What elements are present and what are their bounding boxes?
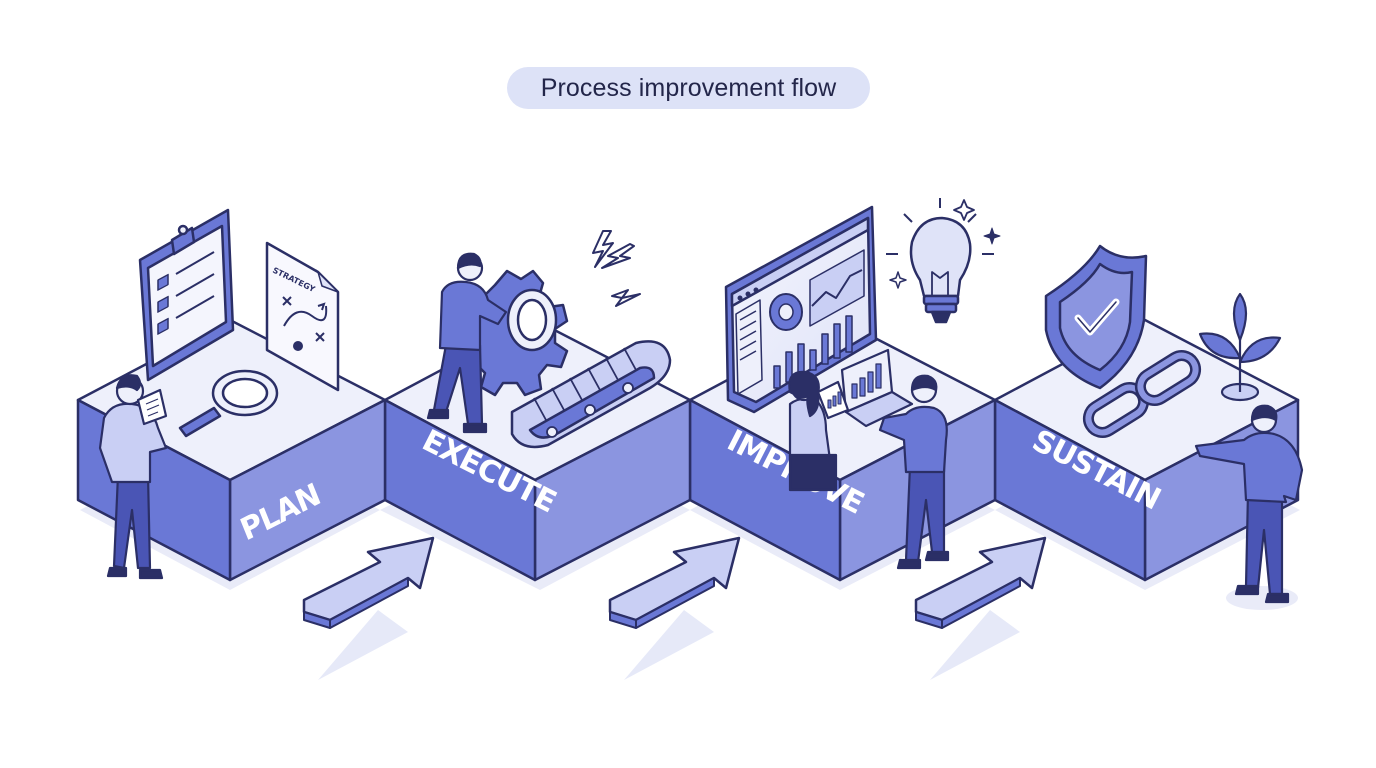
person-presenting	[1194, 404, 1304, 610]
clipboard-icon	[138, 208, 235, 382]
chain-link-icon	[1082, 350, 1202, 438]
magnifier-icon	[178, 369, 279, 438]
arrow-plan-to-execute	[302, 536, 435, 680]
laptop-icon	[840, 348, 914, 428]
shield-check-icon	[1044, 244, 1148, 390]
person-typing	[878, 374, 950, 570]
plant-icon	[1198, 292, 1282, 402]
arrow-improve-to-sustain	[914, 536, 1047, 680]
lightning-icon	[592, 230, 641, 307]
diagram-title: Process improvement flow	[540, 73, 837, 102]
strategy-document-icon: STRATEGY	[265, 241, 340, 392]
lightbulb-icon	[886, 198, 1001, 324]
person-analyzing	[788, 370, 850, 492]
title-pill: Process improvement flow	[507, 67, 870, 109]
person-executing	[426, 252, 508, 434]
arrow-execute-to-improve	[608, 536, 741, 680]
dashboard-screen	[724, 205, 878, 414]
person-planning	[98, 374, 168, 580]
conveyor-icon	[510, 340, 672, 449]
